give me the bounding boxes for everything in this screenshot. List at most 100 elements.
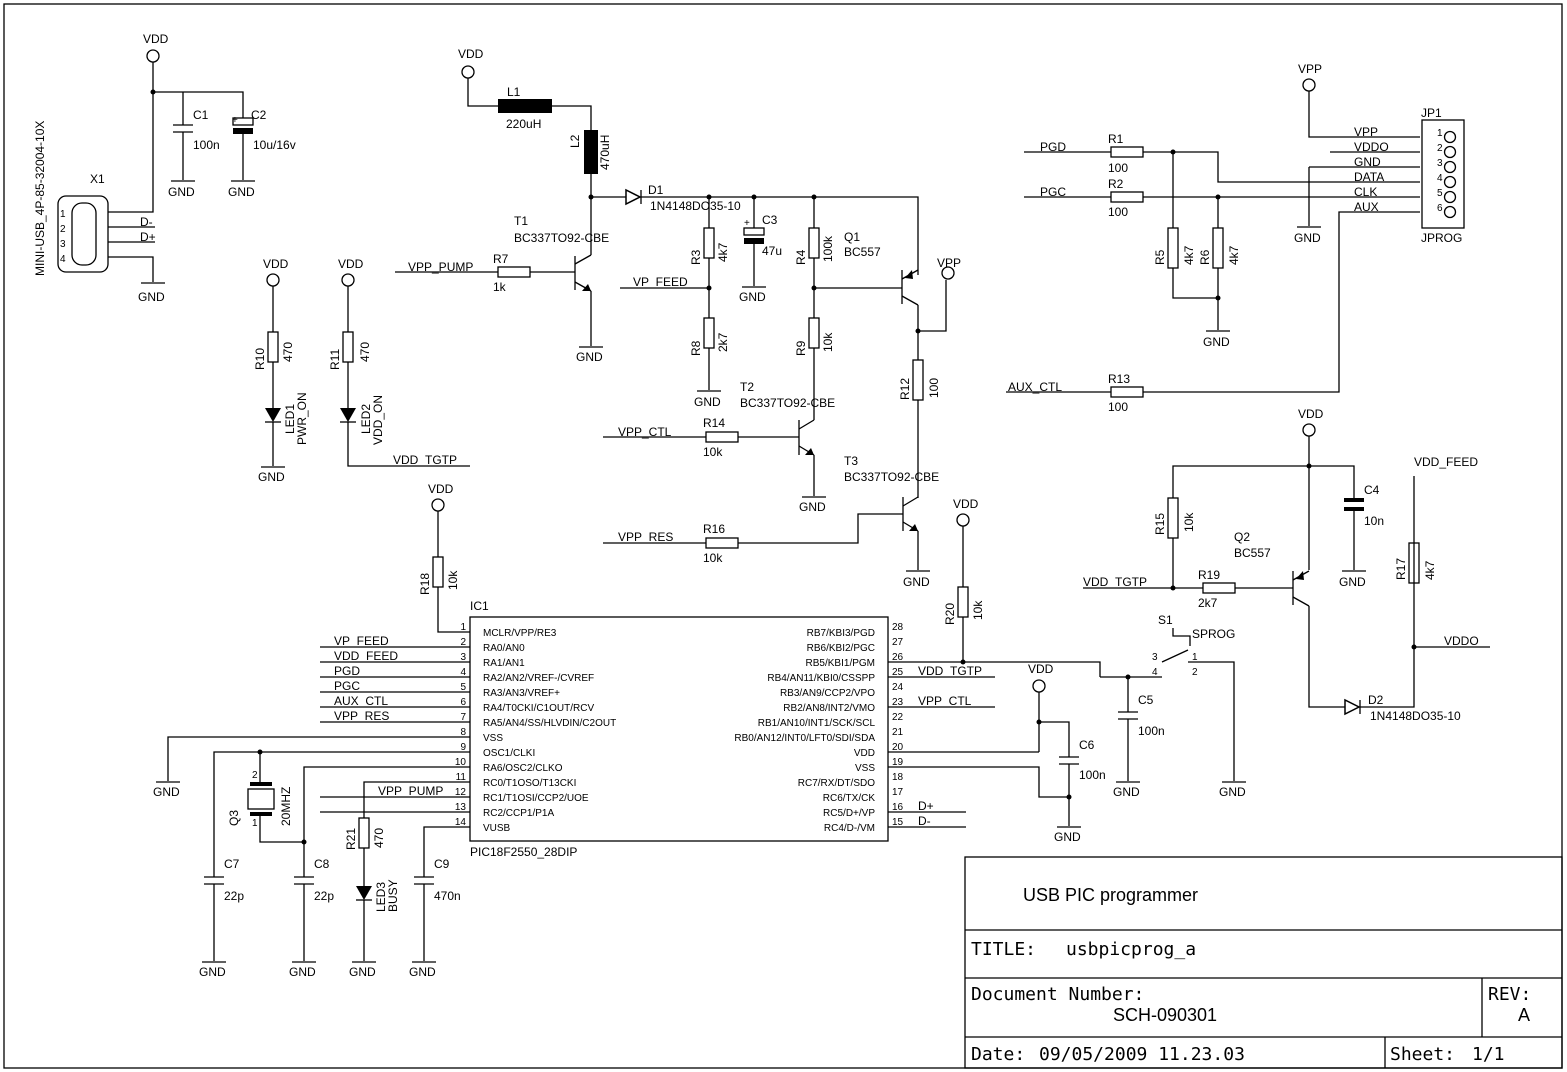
c7-ref: C7 xyxy=(224,857,240,871)
t1-value: BC337TO92-CBE xyxy=(514,231,609,245)
ic1-pin-number: 16 xyxy=(892,802,904,813)
vdd-label: VDD xyxy=(143,32,169,46)
q1-ref: Q1 xyxy=(844,230,860,244)
ic1-pin-number: 4 xyxy=(460,667,466,678)
led3-ref: LED3 xyxy=(374,882,388,912)
gnd-label: GND xyxy=(799,500,826,514)
ic1-pin-number: 2 xyxy=(460,637,466,648)
ic1-pin-number: 8 xyxy=(460,727,466,738)
q3-ref: Q3 xyxy=(227,810,241,826)
r3-value: 4k7 xyxy=(716,242,730,262)
jp1-pin-number: 2 xyxy=(1437,143,1443,154)
ic1-pin-number: 27 xyxy=(892,637,904,648)
jp1-pin-name: VDDO xyxy=(1354,140,1389,154)
r2-ref: R2 xyxy=(1108,177,1124,191)
vpp-label: VPP xyxy=(1298,62,1322,76)
gnd-label: GND xyxy=(228,185,255,199)
l2-value: 470uH xyxy=(598,135,612,170)
r15-ref: R15 xyxy=(1153,513,1167,535)
c9-ref: C9 xyxy=(434,857,450,871)
docnum-value: SCH-090301 xyxy=(1113,1005,1217,1025)
r19-value: 2k7 xyxy=(1198,596,1218,610)
title-value: usbpicprog_a xyxy=(1066,939,1196,960)
r9-value: 10k xyxy=(821,332,835,352)
title-heading: USB PIC programmer xyxy=(1023,885,1198,905)
ic1-pin-net: VPP_PUMP xyxy=(378,784,443,798)
c9-value: 470n xyxy=(434,889,461,903)
title-label: TITLE: xyxy=(971,939,1036,960)
s1-pin-3: 3 xyxy=(1152,652,1158,663)
ic1-pin-name: RC4/D-/VM xyxy=(824,823,875,834)
q2-value: BC557 xyxy=(1234,546,1271,560)
ic1-pin-net: D- xyxy=(918,814,931,828)
gnd-label: GND xyxy=(258,470,285,484)
net-aux-ctl: AUX_CTL xyxy=(1008,380,1062,394)
r1-value: 100 xyxy=(1108,161,1128,175)
r16-ref: R16 xyxy=(703,522,725,536)
c7-value: 22p xyxy=(224,889,244,903)
c5-value: 100n xyxy=(1138,724,1165,738)
ic1-pin-net: AUX_CTL xyxy=(334,694,388,708)
r17-ref: R17 xyxy=(1394,558,1408,580)
r2-value: 100 xyxy=(1108,205,1128,219)
vdd-label: VDD xyxy=(1028,662,1054,676)
vdd-label: VDD xyxy=(338,257,364,271)
r13-ref: R13 xyxy=(1108,372,1130,386)
sheet-label: Sheet: xyxy=(1390,1044,1455,1065)
ic1-pin-net: VPP_CTL xyxy=(918,694,972,708)
led2-circuit: VDD R11 470 LED2 VDD_ON VDD_TGTP xyxy=(328,257,470,467)
r20-ref: R20 xyxy=(943,603,957,625)
ic1-pin-net: VDD_FEED xyxy=(334,649,398,663)
ic1-pin-number: 26 xyxy=(892,652,904,663)
vdd-label: VDD xyxy=(263,257,289,271)
r10-value: 470 xyxy=(281,342,295,362)
svg-text:+: + xyxy=(744,218,750,229)
svg-text:1: 1 xyxy=(252,818,258,829)
jp1-pin-number: 5 xyxy=(1437,188,1443,199)
r1-ref: R1 xyxy=(1108,132,1124,146)
jp1-pin-name: CLK xyxy=(1354,185,1377,199)
r7-ref: R7 xyxy=(493,252,509,266)
ic1-pin-number: 20 xyxy=(892,742,904,753)
ic1-pin-name: RB4/AN11/KBI0/CSSPP xyxy=(767,673,875,684)
c1-value: 100n xyxy=(193,138,220,152)
c6-value: 100n xyxy=(1079,768,1106,782)
l2-ref: L2 xyxy=(568,134,582,148)
s1-pin-2: 2 xyxy=(1192,667,1198,678)
title-block: USB PIC programmer TITLE: usbpicprog_a D… xyxy=(964,856,1563,1069)
x1-pin-1: 1 xyxy=(60,209,66,220)
rev-value: A xyxy=(1518,1005,1530,1025)
vdd-label: VDD xyxy=(428,482,454,496)
t2-ref: T2 xyxy=(740,380,754,394)
date-label: Date: xyxy=(971,1044,1025,1065)
ic1-pin-name: RA2/AN2/VREF-/CVREF xyxy=(483,673,594,684)
r8-value: 2k7 xyxy=(716,332,730,352)
r8-ref: R8 xyxy=(689,340,703,356)
ic1-pin-name: RA6/OSC2/CLKO xyxy=(483,763,563,774)
led1-ref: LED1 xyxy=(283,404,297,434)
r14-ref: R14 xyxy=(703,416,725,430)
ic1-pin-number: 15 xyxy=(892,817,904,828)
d2-value: 1N4148DO35-10 xyxy=(1370,709,1461,723)
s1-pin-1: 1 xyxy=(1192,652,1198,663)
l1-value: 220uH xyxy=(506,117,541,131)
x1-pin-2: 2 xyxy=(60,224,66,235)
gnd-label: GND xyxy=(168,185,195,199)
r21-value: 470 xyxy=(372,828,386,848)
ic1-pin-name: MCLR/VPP/RE3 xyxy=(483,628,557,639)
vdd-target-switch: VDD GND C4 10n R15 10k VDD_TGTP R19 2k7 … xyxy=(1083,407,1490,723)
ic1-pin-name: RB3/AN9/CCP2/VPO xyxy=(780,688,875,699)
gnd-label: GND xyxy=(349,965,376,979)
